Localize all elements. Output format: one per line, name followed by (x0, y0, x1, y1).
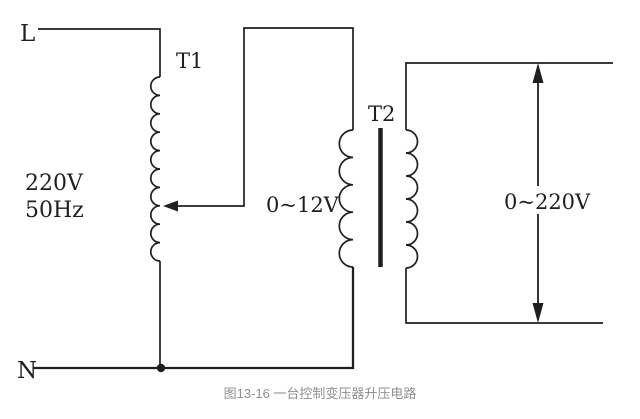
t2-secondary-coil (405, 129, 419, 269)
t2-primary-coil (338, 129, 354, 268)
label-output-voltage: 0~220V (504, 190, 591, 214)
label-supply-voltage: 220V (25, 171, 84, 196)
tap-arrowhead (163, 200, 178, 212)
wire-neutral (33, 267, 355, 370)
t1-coil (149, 76, 161, 262)
label-neutral-terminal: N (17, 358, 37, 384)
figure-caption: 图13-16 一台控制变压器升压电路 (223, 386, 417, 401)
label-t1: T1 (176, 49, 203, 73)
label-supply-frequency: 50Hz (25, 198, 84, 223)
label-t2: T2 (368, 102, 395, 126)
wire-line-input (38, 28, 161, 77)
wire-tap-to-t2 (176, 27, 354, 207)
wire-secondary-bottom (405, 268, 603, 324)
output-arrow-down-head (532, 303, 544, 323)
label-t2-primary-voltage: 0~12V (266, 193, 340, 217)
label-line-terminal: L (20, 21, 35, 47)
output-arrow-up-head (532, 63, 544, 83)
output-voltage-backdrop (500, 186, 616, 214)
junction-dot (156, 363, 166, 373)
wire-secondary-top (405, 62, 613, 130)
